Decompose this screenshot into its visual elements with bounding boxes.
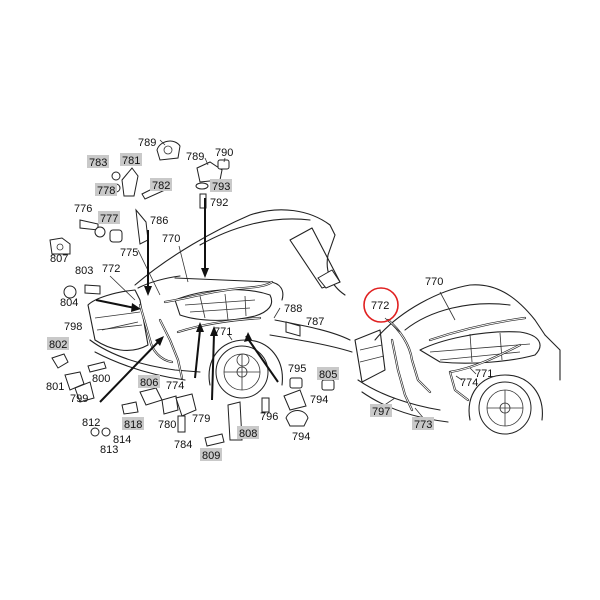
left-car-illustration (87, 209, 353, 399)
label-780: 780 (158, 419, 176, 431)
highlight-773 (412, 417, 434, 430)
highlight-777 (98, 211, 120, 224)
label-793: 793 (212, 181, 230, 193)
label-770-left: 770 (162, 233, 180, 245)
label-784: 784 (174, 439, 192, 451)
label-794-bottom: 794 (292, 431, 310, 443)
label-798: 798 (64, 321, 82, 333)
label-781: 781 (122, 155, 140, 167)
label-812: 812 (82, 417, 100, 429)
label-771-right: 771 (475, 368, 493, 380)
label-776: 776 (74, 203, 92, 215)
part-labels: 789 789 790 792 776 786 807 775 770 803 … (46, 137, 493, 462)
label-774-right: 774 (460, 377, 478, 389)
label-804: 804 (60, 297, 78, 309)
label-814: 814 (113, 434, 131, 446)
label-774-left: 774 (166, 380, 184, 392)
highlight-802 (47, 337, 69, 350)
highlight-809 (200, 448, 222, 461)
label-773: 773 (414, 419, 432, 431)
left-car-parts (49, 140, 335, 447)
label-806: 806 (140, 377, 158, 389)
label-800: 800 (92, 373, 110, 385)
label-775: 775 (120, 247, 138, 259)
left-leader-lines (95, 139, 281, 403)
right-car-illustration (354, 284, 561, 435)
highlight-782 (150, 178, 172, 191)
label-772-left: 772 (102, 263, 120, 275)
highlight-783 (87, 155, 109, 168)
highlight-805 (317, 367, 339, 380)
highlight-793 (210, 179, 232, 192)
label-813: 813 (100, 444, 118, 456)
highlight-778 (95, 183, 117, 196)
label-789-top: 789 (138, 137, 156, 149)
label-779: 779 (192, 413, 210, 425)
highlight-806 (138, 375, 160, 388)
label-778: 778 (97, 185, 115, 197)
highlight-781 (120, 153, 142, 166)
label-782: 782 (152, 180, 170, 192)
label-796: 796 (260, 411, 278, 423)
callout-ring-772 (363, 287, 399, 323)
label-777: 777 (100, 213, 118, 225)
label-808: 808 (239, 428, 257, 440)
highlight-818 (122, 417, 144, 430)
label-802: 802 (49, 339, 67, 351)
label-772-right: 772 (371, 300, 389, 312)
highlight-808 (237, 426, 259, 439)
label-805: 805 (319, 369, 337, 381)
label-770-right: 770 (425, 276, 443, 288)
label-807: 807 (50, 253, 68, 265)
label-788: 788 (284, 303, 302, 315)
label-787: 787 (306, 316, 324, 328)
label-783: 783 (89, 157, 107, 169)
label-803: 803 (75, 265, 93, 277)
label-794-top: 794 (310, 394, 328, 406)
label-786: 786 (150, 215, 168, 227)
label-818: 818 (124, 419, 142, 431)
label-789: 789 (186, 151, 204, 163)
label-809: 809 (202, 450, 220, 462)
label-801: 801 (46, 381, 64, 393)
highlight-797 (370, 404, 392, 417)
label-790: 790 (215, 147, 233, 159)
label-795: 795 (288, 363, 306, 375)
label-792: 792 (210, 197, 228, 209)
label-797: 797 (372, 406, 390, 418)
label-771-left: 771 (214, 326, 232, 338)
label-799: 799 (70, 393, 88, 405)
